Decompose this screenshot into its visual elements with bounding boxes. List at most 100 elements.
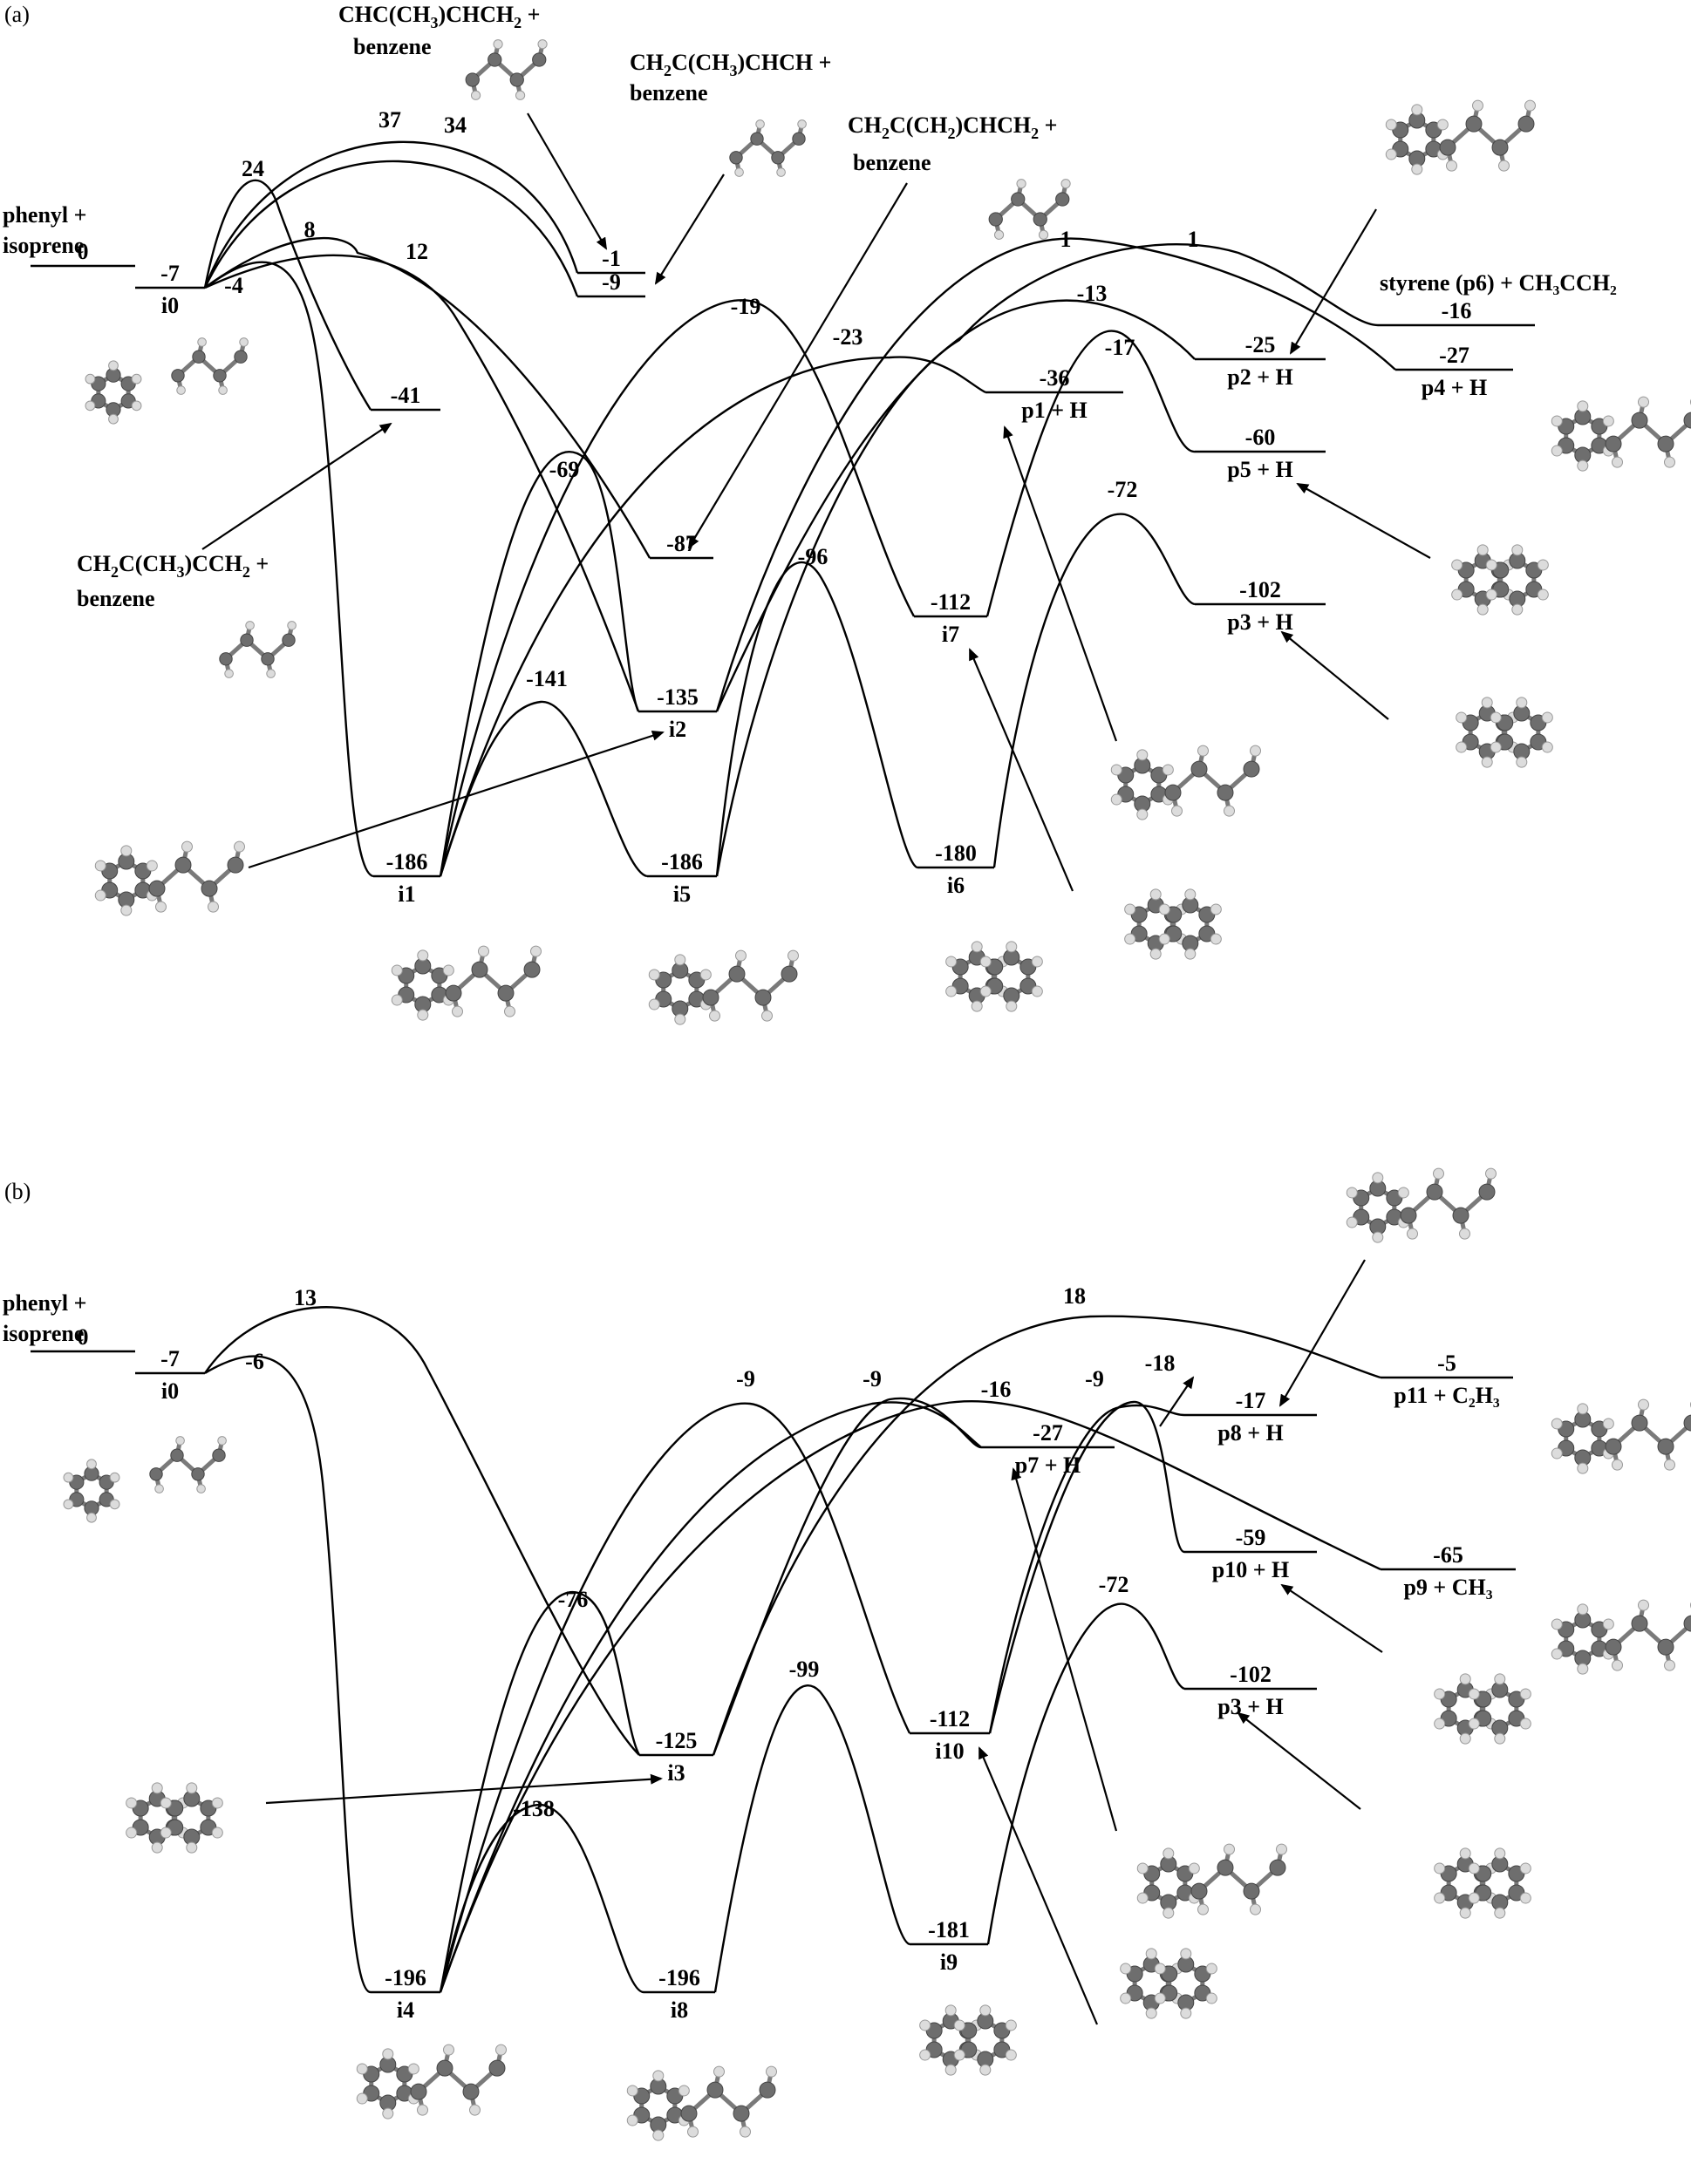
- i9-molecule: [919, 2004, 1017, 2076]
- species-label: i4: [397, 1997, 414, 2023]
- i8-molecule: [626, 2065, 777, 2141]
- barrier-energy: -4: [224, 273, 243, 298]
- energy-value: -102: [1239, 577, 1281, 602]
- p8-molecule: [1346, 1167, 1497, 1243]
- energy-value: -186: [661, 849, 703, 874]
- species-label: i7: [942, 622, 959, 647]
- i1-molecule: [391, 945, 542, 1021]
- energy-value: -135: [657, 684, 699, 710]
- barrier-energy: 8: [304, 217, 316, 242]
- barrier-energy: -76: [558, 1587, 589, 1612]
- barrier-energy: -23: [833, 324, 863, 350]
- barrier-energy: 24: [242, 156, 264, 181]
- energy-value: -60: [1245, 425, 1276, 450]
- i6-molecule: [945, 941, 1043, 1012]
- formula-label: CH2C(CH3)CHCH +: [630, 50, 831, 79]
- species-name-a: benzene: [630, 80, 708, 105]
- barrier-energy: 1: [1188, 227, 1199, 252]
- i4-molecule: [356, 2044, 507, 2119]
- barrier-energy: -72: [1108, 477, 1138, 502]
- formula-label: CHC(CH3)CHCH2 +: [338, 2, 540, 31]
- phenyl-molecule: [85, 360, 142, 425]
- energy-value: -125: [656, 1728, 698, 1753]
- barrier-energy: -13: [1077, 281, 1108, 306]
- energy-levels: [31, 264, 1535, 1994]
- isoprene-molecule-b: [149, 1436, 227, 1493]
- energy-value: 0: [78, 1324, 89, 1350]
- barrier-energy: 18: [1063, 1283, 1086, 1309]
- species-name-a: benzene: [853, 150, 931, 175]
- species-label: i8: [671, 1997, 688, 2023]
- species-name-a: benzene: [353, 34, 432, 59]
- energy-value: -112: [931, 589, 971, 615]
- energy-value: 0: [78, 239, 89, 264]
- species-name-b: phenyl +: [3, 1290, 86, 1316]
- barrier-energy: -6: [245, 1349, 264, 1374]
- species-label: i5: [673, 881, 691, 907]
- p11-molecule: [1551, 1398, 1691, 1474]
- species-label: p8 + H: [1217, 1420, 1284, 1446]
- species-label: i0: [161, 1378, 179, 1404]
- i2-molecule: [94, 840, 245, 916]
- barrier-energy: -19: [731, 294, 761, 319]
- species-label: i6: [947, 873, 965, 898]
- barrier-energy: 13: [294, 1285, 317, 1310]
- panel-b-paths: [204, 1306, 1381, 1994]
- energy-value: -17: [1236, 1388, 1266, 1413]
- energy-value: -186: [386, 849, 428, 874]
- energy-value: -36: [1040, 365, 1070, 391]
- energy-value: -180: [935, 840, 977, 866]
- p5-molecule: [1451, 544, 1549, 616]
- ch2c-chch-molecule: [729, 119, 807, 177]
- barrier-energy: 1: [1060, 227, 1072, 252]
- species-label: i2: [669, 717, 686, 742]
- species-label: p1 + H: [1021, 398, 1088, 423]
- species-name-a: isoprene: [3, 233, 84, 258]
- energy-value: -7: [160, 1346, 180, 1371]
- barrier-energy: -141: [526, 666, 568, 691]
- energy-value: -27: [1033, 1420, 1063, 1446]
- barrier-energy: 37: [378, 107, 401, 133]
- energy-value: -196: [658, 1965, 700, 1990]
- species-label: p9 + CH₃: [1403, 1575, 1492, 1600]
- barrier-energy: -9: [863, 1366, 882, 1391]
- p1-molecule: [1110, 745, 1261, 820]
- energy-value: -87: [666, 531, 697, 556]
- barrier-energy: -99: [789, 1657, 820, 1682]
- barrier-energy: -17: [1105, 335, 1135, 360]
- ch2c-ch2-molecule: [988, 179, 1071, 240]
- isoprene-molecule: [171, 337, 249, 395]
- p9-molecule: [1551, 1599, 1691, 1675]
- i5-molecule: [648, 949, 799, 1025]
- species-label: i0: [161, 293, 179, 318]
- energy-value: -41: [391, 383, 421, 408]
- energy-value: -59: [1236, 1525, 1266, 1550]
- species-name-b: isoprene: [3, 1321, 84, 1346]
- energy-value: -102: [1230, 1662, 1272, 1687]
- barrier-energy: -18: [1145, 1351, 1176, 1376]
- i3-molecule: [126, 1782, 223, 1854]
- panel-b-arrows: [265, 1259, 1383, 2025]
- barrier-energy: -9: [736, 1366, 755, 1391]
- panel-b-tag: (b): [4, 1179, 31, 1204]
- species-label: p4 + H: [1422, 375, 1488, 400]
- i10-molecule: [1120, 1948, 1217, 2019]
- chc-molecule: [465, 39, 548, 100]
- p3-molecule: [1456, 697, 1553, 768]
- species-label: i1: [398, 881, 415, 907]
- energy-value: -5: [1437, 1351, 1456, 1376]
- species-name-a: styrene (p6) + CH₃CCH₂: [1380, 270, 1617, 296]
- energy-value: -25: [1245, 332, 1276, 357]
- p3-molecule-b: [1434, 1847, 1531, 1919]
- p10-molecule: [1434, 1673, 1531, 1745]
- panel-a-tag: (a): [4, 2, 30, 27]
- species-label: i3: [667, 1760, 685, 1786]
- ch2cch3ccch2-molecule: [219, 621, 297, 678]
- energy-value: -1: [602, 246, 621, 271]
- phenyl-molecule-b: [63, 1459, 120, 1523]
- energy-value: -112: [930, 1706, 970, 1732]
- species-name-a: phenyl +: [3, 202, 86, 228]
- energy-value: -7: [160, 261, 180, 286]
